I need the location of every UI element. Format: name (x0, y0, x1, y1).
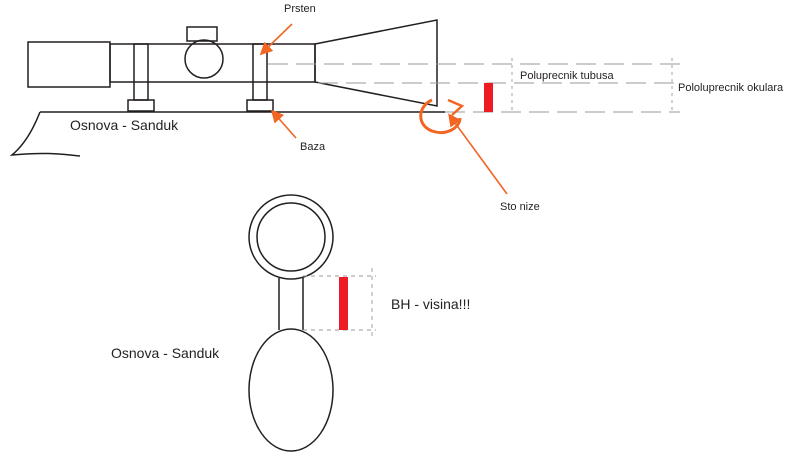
base-ellipse (248, 328, 334, 452)
red-bar-bottom (339, 277, 348, 330)
label-prsten: Prsten (284, 3, 316, 15)
rotation-arrow-icon (419, 98, 465, 134)
prsten-arrow (259, 23, 293, 56)
ring-stem (278, 278, 304, 330)
label-baza: Baza (300, 141, 326, 153)
finder-mount (186, 26, 218, 42)
sto-nize-arrow (448, 113, 508, 195)
base-left (127, 99, 155, 112)
red-bar-top (484, 83, 493, 112)
label-poluprecnik-tubusa: Poluprecnik tubusa (520, 70, 614, 82)
front-view (248, 194, 334, 452)
objective-cone (314, 19, 438, 107)
ring-right (252, 43, 268, 101)
annotation-arrows (259, 23, 508, 195)
label-bh-visina: BH - visina!!! (391, 296, 470, 312)
tube-outer-ring (248, 194, 334, 280)
base-stock (9, 111, 445, 157)
eyepiece-body (27, 41, 111, 88)
ring-left (133, 43, 149, 101)
label-osnova-bottom: Osnova - Sanduk (111, 345, 220, 361)
label-osnova-top: Osnova - Sanduk (70, 117, 179, 133)
finder-scope (184, 39, 224, 79)
bh-reference-lines (303, 268, 376, 338)
side-view (9, 19, 445, 157)
base-right (246, 99, 274, 112)
label-sto-nize: Sto nize (500, 201, 540, 213)
label-pololuprecnik-okulara: Pololuprecnik okulara (678, 82, 784, 94)
tube-inner-ring (256, 202, 326, 272)
baza-arrow (270, 109, 297, 139)
